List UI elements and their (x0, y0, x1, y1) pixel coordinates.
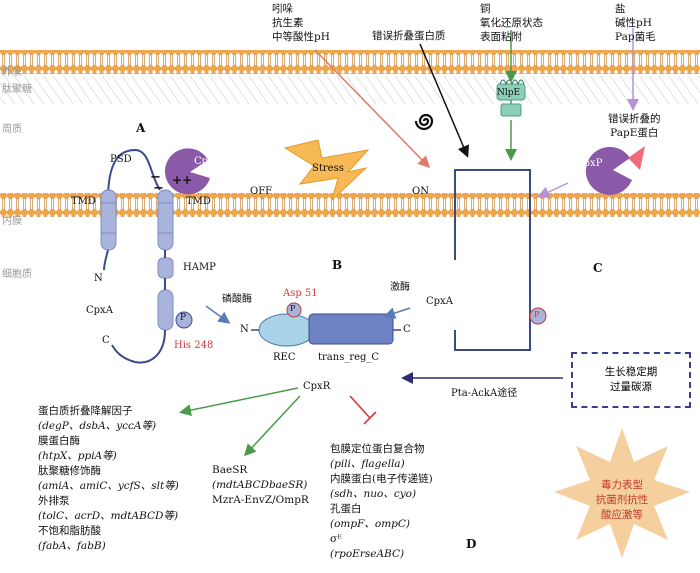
peptidoglycan-layer (0, 76, 700, 104)
cpxp-plus-charges: ++ (172, 173, 193, 187)
target-title: 不饱和脂肪酸 (38, 525, 101, 537)
signal-label-left: 吲哚 抗生素 中等酸性pH (272, 3, 330, 43)
label-psd: PSD (110, 154, 132, 165)
target-title: 外排泵 (38, 495, 70, 507)
activation-arrow-left (179, 387, 299, 417)
panel-label-d: D (466, 537, 477, 551)
label-p-c: P (534, 310, 540, 319)
rec-domain (258, 313, 316, 347)
kinase-arrow (383, 307, 411, 319)
label-nlpe: NlpE (497, 88, 521, 98)
label-n-cpxr: N (240, 324, 249, 335)
label-his248: His 248 (174, 340, 214, 351)
label-cpxr: CpxR (303, 381, 331, 392)
cpxp-arrow (537, 182, 569, 198)
trans-reg-domain (308, 313, 394, 345)
label-c-cpxr: C (403, 324, 411, 335)
label-p-b: P (290, 304, 296, 313)
repressed-targets-list: 包膜定位蛋白复合物 (pili、flagella) 内膜蛋白(电子传递链) (s… (330, 443, 433, 560)
misfolded-protein-spiral-icon (414, 113, 434, 131)
phospho-site-his248 (175, 311, 193, 329)
target-genes: (degP、dsbA、yccA等) (38, 420, 157, 432)
panel-label-a: A (136, 121, 146, 135)
cpxa-structure (100, 148, 193, 364)
nlpe-protein (496, 79, 526, 117)
label-tmd-left: TMD (71, 196, 96, 207)
activation-arrow-middle (243, 395, 301, 457)
label-outer-membrane: 外膜 (2, 67, 22, 78)
hamp-domain (157, 257, 174, 279)
signal-arrow-indole (314, 49, 431, 169)
label-n-terminus: N (94, 273, 103, 284)
outer-membrane (0, 50, 700, 74)
stress-bolt (283, 139, 370, 202)
misfolded-pape-wedge (628, 146, 645, 170)
label-inner-membrane: 内膜 (2, 216, 22, 227)
signal-label-pape: 错误折叠的 PapE蛋白 (608, 113, 661, 139)
label-tmd-right: TMD (186, 196, 211, 207)
growth-conditions-box: 生长稳定期 过量碳源 (571, 352, 691, 408)
tmd-left-helix (100, 189, 117, 251)
label-phosphatase: 磷酸酶 (222, 294, 252, 305)
label-periplasm: 周质 (2, 124, 22, 135)
repression-arrow (349, 395, 371, 419)
phosphatase-arrow (205, 305, 231, 324)
minus-charge-1: − (150, 170, 161, 185)
label-cpxa-a: CpxA (86, 305, 113, 316)
label-stress: Stress (312, 163, 344, 174)
phenotype-text: 毒力表型 抗菌剂抗性 酸应激等 (595, 479, 649, 521)
minus-charge-2: − (153, 181, 164, 196)
label-p-a: P (180, 313, 187, 323)
cpxa-topology-line (454, 169, 531, 351)
label-cpxp-c: CpxP (576, 158, 603, 169)
label-asp51: Asp 51 (283, 288, 318, 299)
signal-label-misfolded: 错误折叠蛋白质 (372, 30, 446, 42)
kinase-domain (157, 289, 174, 331)
two-component-targets-list: BaeSR (mdtABCDbaeSR) MzrA-EnvZ/OmpR (212, 464, 309, 506)
cpxp-protein-c (585, 146, 632, 195)
label-rec: REC (273, 352, 296, 363)
inner-membrane (0, 193, 700, 217)
label-cpxa-c: CpxA (426, 296, 453, 307)
label-hamp: HAMP (183, 262, 216, 273)
label-kinase: 激酶 (390, 282, 410, 293)
label-pta-acka: Pta-AckA途径 (451, 388, 518, 399)
phospho-site-asp51 (286, 302, 302, 318)
label-trans-reg: trans_reg_C (318, 352, 380, 363)
label-on: ON (412, 186, 429, 197)
cpxp-protein (164, 148, 210, 195)
target-genes: (fabA、fabB) (38, 540, 106, 552)
label-c-terminus: C (102, 335, 110, 346)
label-off: OFF (250, 186, 273, 197)
activated-targets-list: 蛋白质折叠降解因子 (degP、dsbA、yccA等) 膜蛋白酶 (htpX、p… (38, 404, 179, 554)
phospho-site-cpxa (529, 307, 547, 325)
signal-arrow-misfolded (419, 43, 470, 158)
label-peptidoglycan: 肽聚糖 (2, 84, 32, 95)
phenotype-star (554, 428, 690, 558)
target-genes: (htpX、ppiA等) (38, 450, 117, 462)
panel-label-b: B (332, 258, 343, 272)
label-cpxp: CpxP (194, 156, 221, 167)
target-title: 肽聚糖修饰酶 (38, 465, 101, 477)
target-genes: (amiA、amiC、ycfS、slt等) (38, 480, 179, 492)
target-genes: (tolC、acrD、mdtABCD等) (38, 510, 179, 522)
tmd-right-helix (157, 189, 174, 251)
target-title: 膜蛋白酶 (38, 435, 80, 447)
signal-label-copper: 铜 氧化还原状态 表面粘附 (480, 3, 543, 43)
target-title: 蛋白质折叠降解因子 (38, 405, 133, 417)
signal-label-salt: 盐 碱性pH Pap菌毛 (615, 3, 656, 43)
label-cytoplasm: 细胞质 (2, 269, 32, 280)
panel-label-c: C (593, 261, 603, 275)
